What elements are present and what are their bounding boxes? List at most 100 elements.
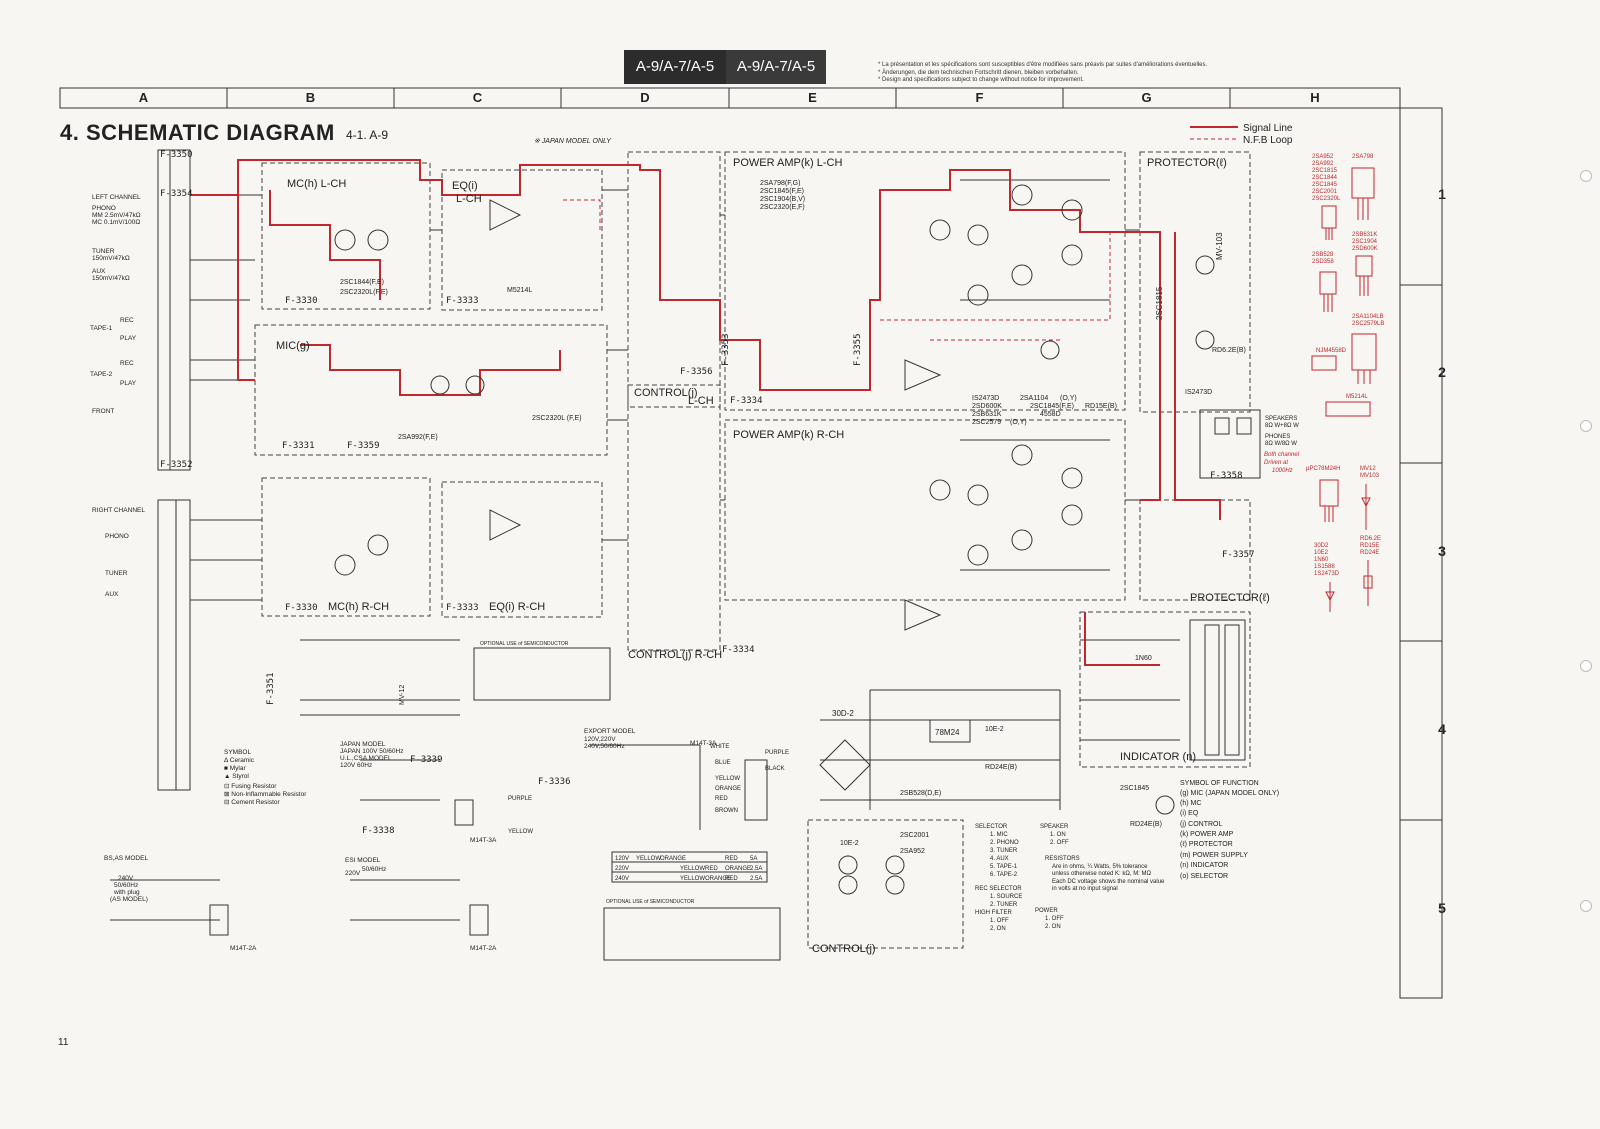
wire-blue: BLUE (715, 760, 731, 766)
part-10e2: 10E-2 (985, 726, 1004, 733)
export-model-title: EXPORT MODEL (584, 728, 636, 735)
spec-notice: * La présentation et les spécifications … (878, 62, 1207, 85)
ref-2sd600k: 2SD600K (1352, 246, 1378, 252)
japan-model-line-3: 120V 60Hz (340, 762, 372, 769)
connector-f3334-a: F-3334 (730, 396, 763, 406)
transformer-alt-label-2: M14T-2A (470, 945, 497, 952)
voltage-row2-2: YELLOW (680, 876, 705, 882)
connector-f3355: F-3355 (853, 333, 863, 366)
part-2sc1815: 2SC1815 (1155, 286, 1164, 320)
export-model-line-1: 120V,220V (584, 736, 616, 743)
transistor-power-1: 2SA798(F,G) (760, 180, 800, 187)
transistor-mc-l-2: 2SC2320L(F,E) (340, 289, 388, 296)
opamp-symbols (489, 199, 942, 631)
input-labels: LEFT CHANNEL PHONO MM 2.5mV/47kΩ MC 0.1m… (90, 194, 145, 598)
phones-label: PHONES (1265, 434, 1290, 440)
speakers-spec: 8Ω W+8Ω W (1265, 423, 1299, 429)
part-grade-1: (O,Y) (1060, 395, 1077, 402)
phones-spec: 8Ω W/8Ω W (1265, 441, 1297, 447)
optional-semi-tables: OPTIONAL USE of SEMICONDUCTOR OPTIONAL U… (473, 641, 781, 961)
ref-rd62e: RD6.2E (1360, 536, 1381, 542)
export-model-line-2: 240V,50/60Hz (584, 743, 625, 750)
esi-model-line-1: 220V (345, 870, 361, 877)
column-e: E (808, 90, 817, 105)
bs-as-model-title: BS,AS MODEL (104, 855, 148, 862)
symbol-noninflammable: ⊠ Non-Inflammable Resistor (224, 791, 307, 798)
japan-model-line-2: U.L.,CSA MODEL (340, 755, 392, 762)
block-control-l-ch: L-CH (688, 395, 714, 407)
selector-4: 4. AUX (990, 856, 1009, 862)
ref-njm4558d: NJM4558D (1316, 348, 1347, 354)
ref-2sc2001: 2SC2001 (1312, 189, 1338, 195)
connector-f3333-b: F-3333 (446, 603, 479, 613)
label-left-channel: LEFT CHANNEL (92, 194, 141, 201)
wire-color-labels: WHITE BLUE YELLOW ORANGE RED BROWN BLACK… (508, 744, 789, 835)
board-frames (157, 149, 1261, 791)
page-number: 11 (58, 1037, 69, 1048)
function-title: SYMBOL OF FUNCTION (1180, 780, 1259, 787)
voltage-row1-1: 220V (615, 866, 629, 872)
connector-f3354-a: F-3354 (160, 189, 193, 199)
voltage-table: 120V YELLOW ORANGE RED 5A 220V YELLOW RE… (611, 851, 768, 883)
symbol-fusing: ⊡ Fusing Resistor (224, 783, 277, 790)
column-b: B (305, 90, 316, 105)
part-is2473d-p: IS2473D (1185, 389, 1212, 396)
japan-model-line-1: JAPAN 100V 50/60Hz (340, 748, 403, 755)
bs-as-model-line-3: with plug (113, 889, 140, 896)
connector-f3336: F-3336 (538, 777, 571, 787)
japan-model-title: JAPAN MODEL (340, 741, 386, 748)
label-tuner-r: TUNER (105, 570, 128, 577)
connector-labels: F-3350 F-3354 F-3330 F-3333 F-3331 F-335… (160, 150, 1255, 836)
ref-2sa952: 2SA952 (1312, 154, 1334, 160)
label-rec-2: REC (120, 360, 134, 367)
connector-f3339: F-3339 (410, 755, 443, 765)
line-legend: Signal Line N.F.B Loop (1190, 123, 1293, 146)
label-mc: MC 0.1mV/100Ω (92, 219, 140, 226)
part-is2473d: IS2473D (972, 395, 999, 402)
transistor-symbols (334, 184, 1215, 895)
symbol-key: SYMBOL Δ Ceramic ■ Mylar ▲ Styrol ⊡ Fusi… (224, 749, 307, 806)
rec-selector-1: 1. SOURCE (990, 894, 1022, 900)
wire-yellow-2: YELLOW (508, 829, 533, 835)
connector-f3330-b: F-3330 (285, 603, 318, 613)
wire-white: WHITE (710, 744, 729, 750)
optional-semi-title-2: OPTIONAL USE of SEMICONDUCTOR (606, 899, 695, 905)
block-outlines (254, 151, 1251, 949)
ref-rd15e: RD15E (1360, 543, 1379, 549)
bs-as-model-line-4: (AS MODEL) (110, 896, 148, 903)
connector-f3334-b: F-3334 (722, 645, 755, 655)
notice-fr: * La présentation et les spécifications … (878, 62, 1208, 68)
label-aux: AUX (92, 268, 106, 275)
ref-rd24e: RD24E (1360, 550, 1379, 556)
label-front: FRONT (92, 408, 114, 415)
model-banner-right: A-9/A-7/A-5 (726, 50, 826, 84)
switch-notes: SELECTOR 1. MIC 2. PHONO 3. TUNER 4. AUX… (975, 824, 1165, 932)
label-tape2: TAPE-2 (90, 371, 113, 378)
part-30d2: 30D-2 (832, 709, 854, 718)
signal-path (190, 159, 1221, 666)
ref-2sc1815: 2SC1815 (1312, 168, 1338, 174)
label-mm: MM 2.5mV/47kΩ (92, 212, 141, 219)
bs-as-model-line-1: 240V (118, 875, 134, 882)
part-1n60: 1N60 (1135, 655, 1152, 662)
speaker-title: SPEAKER (1040, 824, 1069, 830)
connector-f3359: F-3359 (347, 441, 380, 451)
block-control-l: CONTROL(j) (634, 387, 698, 399)
connector-f3352-a: F-3352 (160, 460, 193, 470)
part-mv103: MV-103 (1215, 232, 1224, 260)
power-2: 2. ON (1045, 924, 1061, 930)
part-2sd600k: 2SD600K (972, 403, 1002, 410)
label-aux-r: AUX (105, 591, 119, 598)
part-mv12: MV-12 (399, 685, 406, 705)
resistors-line-2: unless otherwise noted K: kΩ, M: MΩ (1052, 871, 1152, 877)
legend-signal-line: Signal Line (1243, 123, 1293, 134)
transistor-mc-l-1: 2SC1844(F,E) (340, 279, 384, 286)
ref-1s1588: 1S1588 (1314, 564, 1335, 570)
selector-1: 1. MIC (990, 832, 1008, 838)
label-phono: PHONO (92, 205, 116, 212)
function-indicator: (n) INDICATOR (1180, 862, 1228, 869)
voltage-row1-5: 2.5A (750, 866, 762, 872)
transistor-mic-1: 2SC2320L (F,E) (532, 415, 582, 422)
part-2sa1104: 2SA1104 (1020, 395, 1048, 402)
